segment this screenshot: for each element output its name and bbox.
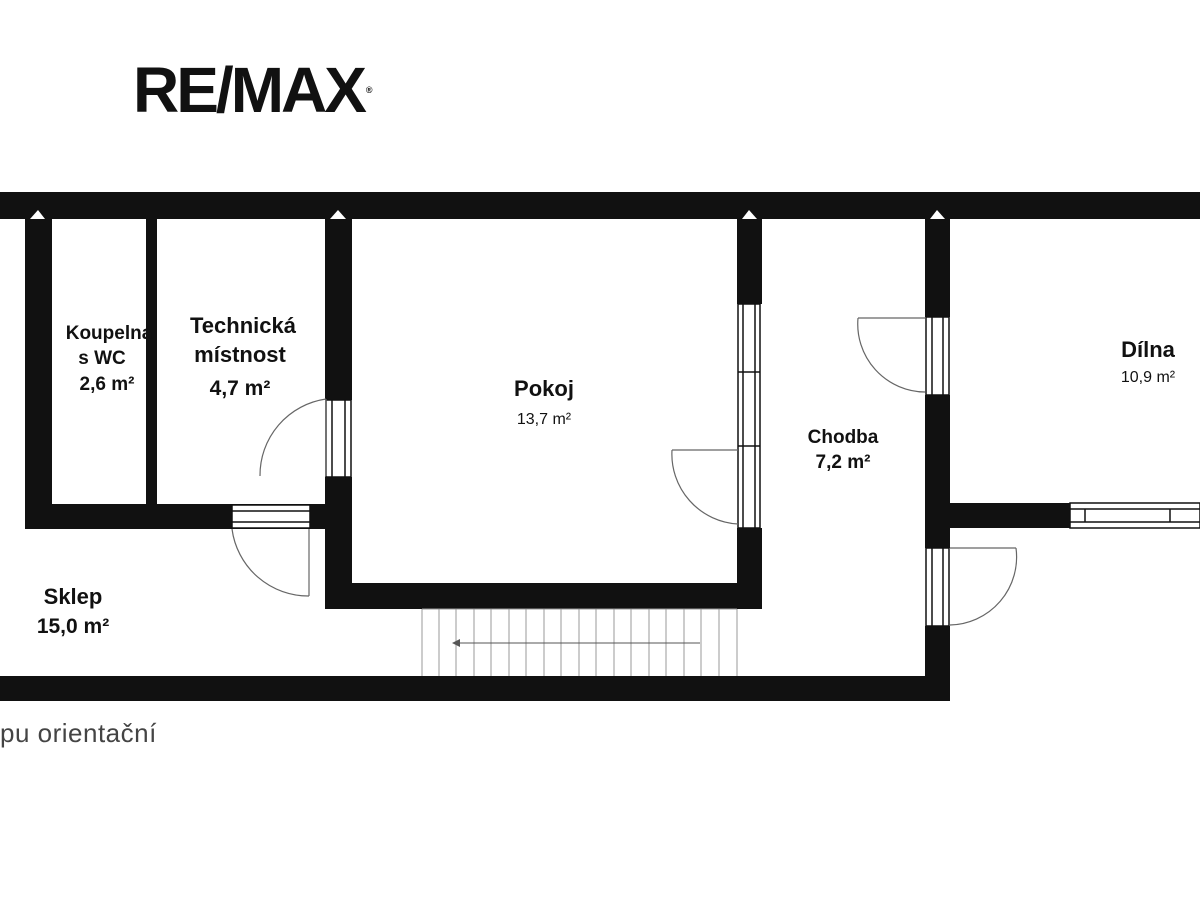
wall-pokoj-bottom: [325, 583, 762, 609]
window-pokoj-1: [737, 303, 761, 529]
door-technicka: [259, 398, 327, 477]
svg-text:Chodba: Chodba: [808, 427, 879, 448]
wall-koupelna-tech-lower: [146, 399, 157, 507]
door-pokoj: [671, 449, 739, 525]
svg-text:s WC: s WC: [78, 348, 126, 369]
wall-bottom: [0, 676, 950, 701]
wall-pokoj-chodba-upper: [737, 192, 762, 304]
door-swings: [231, 317, 1018, 626]
svg-text:13,7 m²: 13,7 m²: [517, 411, 572, 428]
stairs: [421, 608, 738, 676]
stairs-arrowhead: [452, 639, 460, 647]
room-labels: Koupelna s WC 2,6 m² Technická místnost …: [37, 313, 1176, 638]
wall-chodba-dilna-lower: [925, 626, 950, 701]
door-sklep: [231, 528, 310, 597]
svg-text:10,9 m²: 10,9 m²: [1121, 369, 1176, 386]
svg-text:Koupelna: Koupelna: [66, 323, 153, 344]
wall-pokoj-chodba-lower: [737, 528, 762, 609]
walls: [0, 192, 1200, 701]
svg-text:2,6 m²: 2,6 m²: [80, 374, 135, 395]
door-chodba-dilna: [857, 317, 926, 393]
room-chodba: Chodba 7,2 m²: [808, 427, 879, 473]
svg-text:Dílna: Dílna: [1121, 337, 1176, 362]
svg-text:7,2 m²: 7,2 m²: [816, 452, 871, 473]
wall-chodba-dilna-mid: [925, 395, 950, 548]
svg-text:místnost: místnost: [194, 342, 286, 367]
wall-tech-pokoj-upper: [325, 192, 352, 400]
remax-logo: RE/MAX®: [133, 54, 373, 126]
room-technicka: Technická místnost 4,7 m²: [190, 313, 297, 400]
wall-koupelna-left: [25, 192, 52, 529]
wall-notches: [30, 210, 945, 219]
window-dilna: [1069, 502, 1200, 529]
wall-dilna-bottom: [950, 503, 1070, 528]
svg-text:15,0 m²: 15,0 m²: [37, 615, 109, 638]
disclaimer-text: pu orientační: [0, 718, 157, 748]
room-dilna: Dílna 10,9 m²: [1121, 337, 1176, 386]
room-sklep: Sklep 15,0 m²: [37, 584, 109, 638]
svg-text:Pokoj: Pokoj: [514, 376, 574, 401]
windows: [737, 303, 1200, 529]
room-pokoj: Pokoj 13,7 m²: [514, 376, 574, 428]
svg-text:4,7 m²: 4,7 m²: [210, 377, 271, 400]
svg-text:Technická: Technická: [190, 313, 297, 338]
door-frames: [231, 316, 950, 627]
wall-koupelna-tech-upper: [146, 219, 157, 399]
wall-top: [0, 192, 1200, 219]
door-chodba-outer: [949, 547, 1018, 626]
svg-text:Sklep: Sklep: [44, 584, 103, 609]
room-koupelna: Koupelna s WC 2,6 m²: [66, 323, 153, 395]
